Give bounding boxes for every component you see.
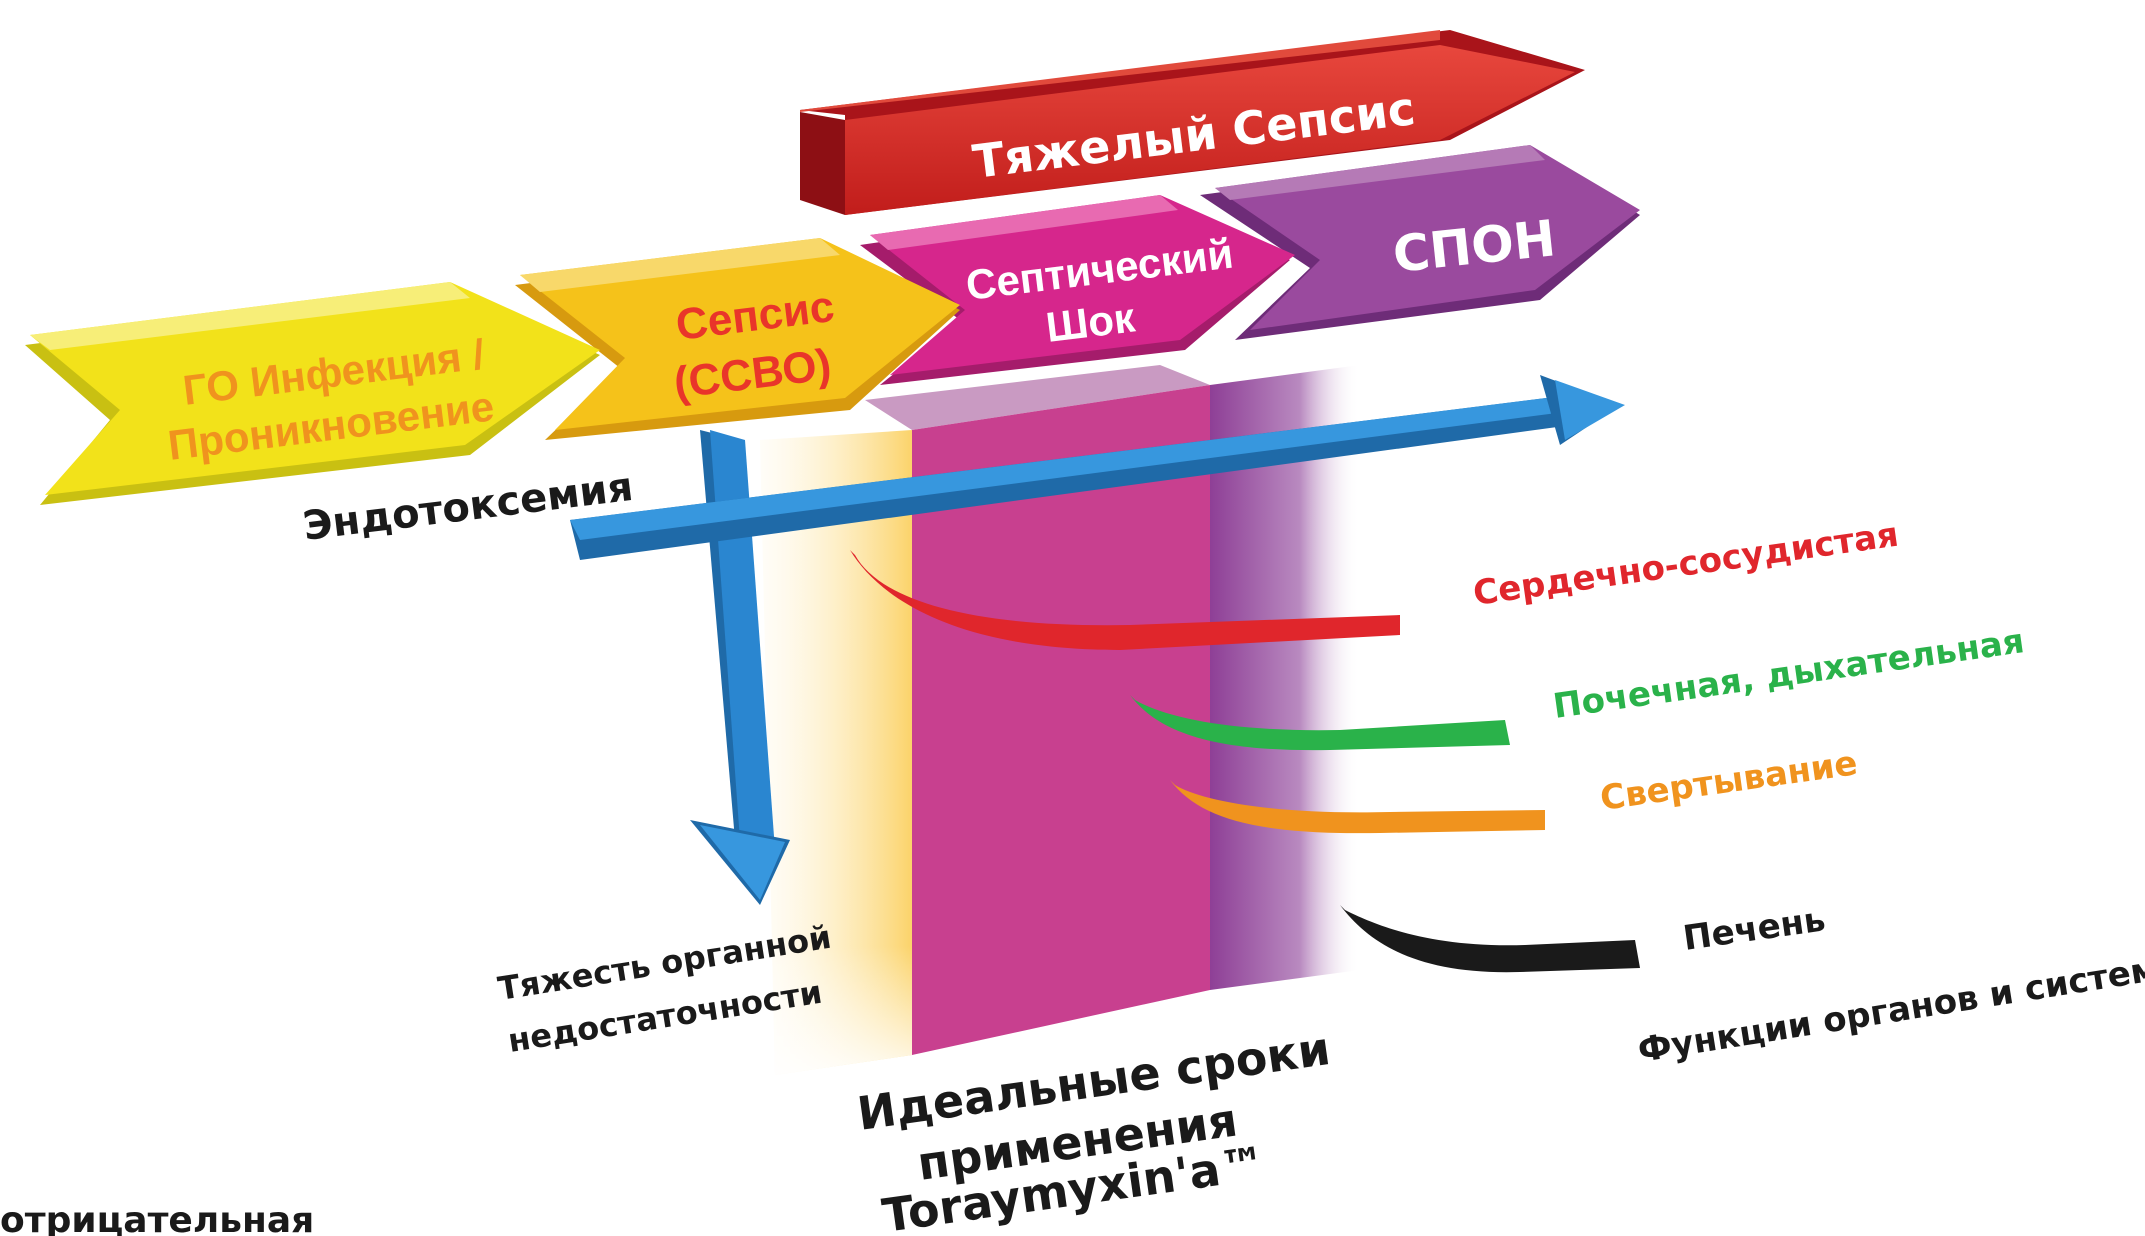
window-magenta-top: [865, 365, 1210, 430]
liver-curve: [1340, 905, 1640, 973]
mods-stage-chevron: СПОН: [1200, 145, 1640, 340]
organ-label-coagulation: Свертывание: [1598, 743, 1860, 819]
window-yellow-fade: [760, 430, 912, 1075]
organ-curves: [850, 550, 1640, 973]
infection-stage-chevron: ГО Инфекция / Проникновение: [25, 282, 600, 505]
footer-text: отрицательная: [0, 1200, 314, 1236]
organ-label-liver: Печень: [1681, 899, 1828, 958]
endotoxemia-axis-arrow: [570, 375, 1625, 560]
septic-shock-line2: Шок: [1043, 293, 1138, 351]
severe-sepsis-banner: Тяжелый Сепсис: [800, 30, 1585, 215]
therapeutic-window: [760, 365, 1360, 1075]
organ-label-renal-respiratory: Почечная, дыхательная: [1551, 621, 2027, 727]
sepsis-stage-chevron: Сепсис (ССВО): [515, 238, 960, 440]
organ-label-cardiovascular: Сердечно-сосудистая: [1471, 515, 1901, 614]
renal-respiratory-curve: [1130, 695, 1510, 751]
coagulation-curve: [1170, 780, 1545, 834]
window-purple-band: [1210, 365, 1360, 990]
cardiovascular-curve: [850, 550, 1400, 650]
window-magenta-band: [912, 385, 1210, 1055]
organ-functions-label: Функции органов и систем: [1635, 949, 2145, 1071]
septic-shock-stage-chevron: Септический Шок: [860, 195, 1295, 385]
